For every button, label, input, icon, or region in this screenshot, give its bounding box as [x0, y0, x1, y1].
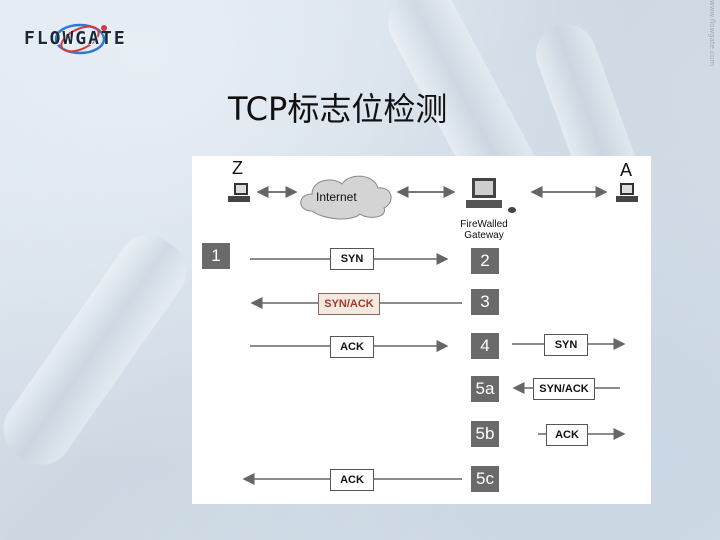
- step-box: 2: [471, 248, 499, 274]
- internet-cloud-icon: [300, 175, 392, 220]
- message-ack: ACK: [330, 336, 374, 358]
- side-note: www.flowgate.com: [708, 0, 716, 67]
- logo-swoosh-icon: [54, 23, 107, 55]
- slide-title: TCP标志位检测: [228, 90, 448, 128]
- node-a-label: A: [620, 160, 633, 180]
- message-syn: SYN: [330, 248, 374, 270]
- step-box: 1: [202, 243, 230, 269]
- gateway-label-line2: Gateway: [464, 230, 504, 241]
- step-box: 5a: [471, 376, 499, 402]
- message-syn-ack: SYN/ACK: [318, 293, 380, 315]
- message-syn: SYN: [544, 334, 588, 356]
- logo: FLOWGATE: [18, 18, 168, 60]
- step-box: 4: [471, 333, 499, 359]
- step-box: 5c: [471, 466, 499, 492]
- gateway-computer-icon: [466, 178, 516, 213]
- gateway-label-line1: FireWalled: [460, 219, 508, 230]
- tcp-flag-diagram: Z A Internet FireWalled Gateway 1 2 3 4 …: [192, 156, 651, 504]
- diagram-graphics: [228, 175, 638, 485]
- message-ack: ACK: [546, 424, 588, 446]
- step-box: 5b: [471, 421, 499, 447]
- computer-a-icon: [616, 183, 638, 202]
- logo-text: FLOWGATE: [24, 28, 127, 49]
- internet-label: Internet: [316, 190, 357, 204]
- background-cable: [0, 223, 199, 477]
- step-box: 3: [471, 289, 499, 315]
- message-syn-ack: SYN/ACK: [533, 378, 595, 400]
- message-arrows: [242, 253, 626, 485]
- computer-z-icon: [228, 183, 250, 202]
- node-z-label: Z: [232, 158, 243, 178]
- message-ack: ACK: [330, 469, 374, 491]
- gateway-label: FireWalled Gateway: [454, 219, 514, 241]
